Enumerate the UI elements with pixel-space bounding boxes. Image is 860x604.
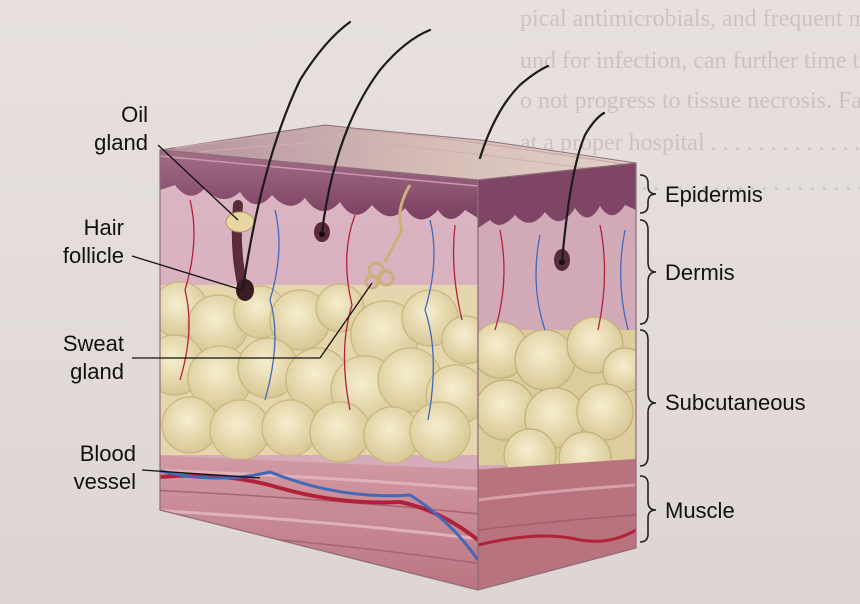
label-epidermis: Epidermis: [665, 181, 763, 209]
label-hair-follicle-line1: Hair: [40, 214, 124, 242]
label-oil-gland-line2: gland: [70, 129, 148, 157]
brace-epidermis: [640, 175, 656, 213]
brace-dermis: [640, 220, 656, 324]
fat-lobules-front: [145, 282, 490, 463]
label-muscle: Muscle: [665, 497, 735, 525]
label-sweat-gland-line1: Sweat: [40, 330, 124, 358]
label-subcutaneous: Subcutaneous: [665, 389, 806, 417]
brace-muscle: [640, 476, 656, 542]
brace-subcutaneous: [640, 330, 656, 466]
label-blood-vessel: Blood vessel: [40, 440, 136, 496]
label-hair-follicle: Hair follicle: [40, 214, 124, 270]
label-blood-vessel-line2: vessel: [40, 468, 136, 496]
oil-gland-shape: [226, 212, 254, 232]
label-oil-gland-line1: Oil: [70, 101, 148, 129]
label-hair-follicle-line2: follicle: [40, 242, 124, 270]
label-oil-gland: Oil gland: [70, 101, 148, 157]
layer-braces: [640, 175, 656, 542]
label-sweat-gland-line2: gland: [40, 358, 124, 386]
label-dermis: Dermis: [665, 259, 735, 287]
muscle-layer-side: [470, 458, 650, 600]
label-sweat-gland: Sweat gland: [40, 330, 124, 386]
label-blood-vessel-line1: Blood: [40, 440, 136, 468]
